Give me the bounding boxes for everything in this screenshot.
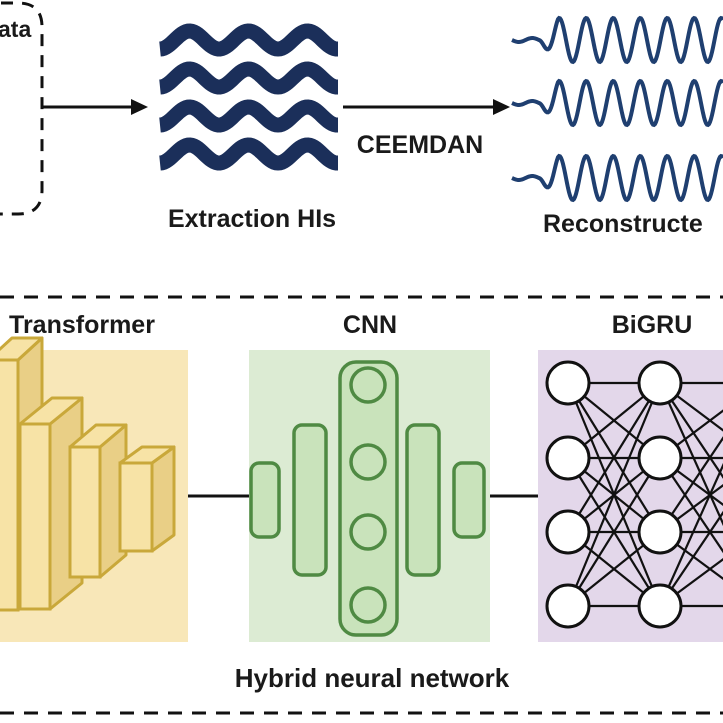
cnn-layer-bar: [249, 461, 281, 539]
transformer-block-front: [118, 461, 154, 553]
transformer-block-side: [150, 445, 176, 553]
cnn-label: CNN: [343, 311, 397, 339]
arrow-input-to-his: [43, 99, 148, 115]
bigru-edge: [658, 462, 723, 607]
transformer-blocks-icon: [0, 336, 176, 612]
bigru-edge: [659, 510, 723, 607]
bigru-node: [637, 509, 683, 555]
cnn-node: [349, 586, 387, 624]
bigru-node: [637, 583, 683, 629]
transformer-block-front: [68, 445, 102, 579]
cnn-node: [349, 513, 387, 551]
wave-stroke: [159, 99, 338, 133]
bigru-node: [545, 360, 591, 406]
bigru-node: [637, 435, 683, 481]
bigru-node: [545, 583, 591, 629]
wave-stroke: [159, 23, 338, 57]
cnn-layer-bar: [292, 423, 328, 577]
input-data-box: [0, 1, 44, 216]
cnn-node: [349, 366, 387, 404]
bigru-label: BiGRU: [612, 311, 693, 339]
reconstructed-signals-icon: [511, 15, 723, 203]
transformer-block-front: [18, 422, 52, 611]
signal-wave: [511, 15, 723, 65]
cnn-layer-bar: [405, 423, 441, 577]
wave-stroke: [159, 137, 338, 171]
cnn-node: [349, 443, 387, 481]
wave-stroke: [159, 61, 338, 95]
transformer-label: Transformer: [9, 311, 155, 339]
bigru-edge: [567, 457, 661, 607]
hybrid-network-caption: Hybrid neural network: [235, 663, 510, 693]
reconstructed-label: Reconstructe: [543, 210, 703, 238]
cnn-layer-bar: [452, 461, 486, 539]
bigru-network-icon: [545, 360, 723, 629]
signal-wave: [511, 153, 723, 203]
bigru-node: [545, 509, 591, 555]
transformer-block-front: [0, 358, 20, 612]
bigru-node: [545, 435, 591, 481]
bigru-node: [637, 360, 683, 406]
bigru-edge: [566, 382, 662, 607]
bigru-edge: [659, 436, 723, 533]
signal-wave: [511, 78, 723, 128]
bigru-edge: [567, 382, 661, 533]
input-data-label: ata: [0, 16, 31, 42]
extraction-his-label: Extraction HIs: [168, 205, 336, 233]
ceemdan-label: CEEMDAN: [357, 131, 483, 159]
cnn-center-column: [338, 360, 399, 637]
health-indicator-waves-icon: [159, 23, 338, 171]
cnn-layers-icon: [249, 360, 486, 637]
arrow-ceemdan: [343, 99, 510, 115]
